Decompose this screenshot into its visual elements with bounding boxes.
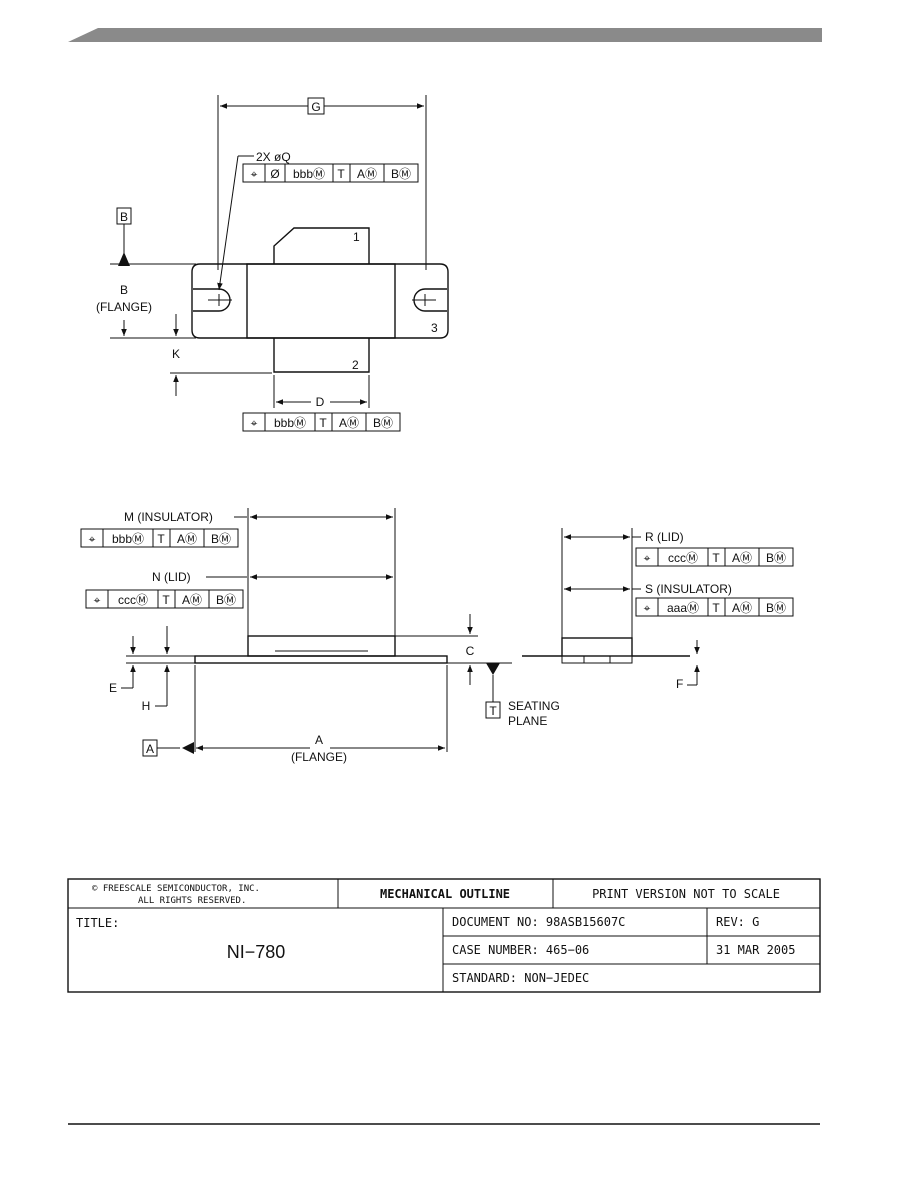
lead-2	[273, 338, 370, 373]
dim-g-label: G	[311, 100, 320, 114]
lead-1	[273, 227, 370, 264]
label-b-flange: (FLANGE)	[96, 300, 152, 314]
dim-h-label: H	[142, 699, 151, 713]
side-view: M (INSULATOR) N (LID) C E H	[109, 508, 560, 764]
fcf-d-c1: bbbⓂ	[274, 416, 306, 430]
fcf-m: ⌖ bbbⓂ T AⓂ BⓂ	[80, 528, 239, 548]
case-number: CASE NUMBER: 465−06	[452, 943, 589, 957]
dim-k-label: K	[172, 347, 180, 361]
standard: STANDARD: NON−JEDEC	[452, 971, 589, 985]
fcf-holes-c5: BⓂ	[391, 167, 411, 181]
label-a-flange: (FLANGE)	[291, 750, 347, 764]
document-number: DOCUMENT NO: 98ASB15607C	[452, 915, 625, 929]
fcf-d-c3: AⓂ	[339, 416, 359, 430]
fcf-holes: ⌖ Ø bbbⓂ T AⓂ BⓂ	[242, 163, 419, 183]
fcf-n-c2: T	[162, 593, 170, 607]
package-title: NI−780	[227, 942, 286, 962]
label-b: B	[120, 283, 128, 297]
fcf-m-c3: AⓂ	[177, 532, 197, 546]
title-label: TITLE:	[76, 916, 119, 930]
label-s: S (INSULATOR)	[645, 582, 732, 596]
fcf-r-c2: T	[712, 551, 720, 565]
pin-3-label: 3	[431, 321, 438, 335]
revision-date: 31 MAR 2005	[716, 943, 795, 957]
holes-note: 2X øQ	[256, 150, 291, 164]
title-block: © FREESCALE SEMICONDUCTOR, INC. ALL RIGH…	[67, 878, 821, 993]
label-a: A	[315, 733, 323, 747]
mechanical-outline-title: MECHANICAL OUTLINE	[380, 887, 510, 901]
label-r: R (LID)	[645, 530, 684, 544]
dim-c-label: C	[466, 644, 475, 658]
fcf-r-c0: ⌖	[644, 551, 651, 565]
fcf-holes-c3: T	[337, 167, 345, 181]
end-view: R (LID) S (INSULATOR) F	[522, 528, 732, 691]
fcf-holes-c2: bbbⓂ	[293, 167, 325, 181]
fcf-n-c1: cccⓂ	[118, 593, 148, 607]
fcf-m-c2: T	[157, 532, 165, 546]
revision: REV: G	[716, 915, 759, 929]
end-body	[561, 637, 633, 657]
datum-b: B	[120, 210, 128, 224]
fcf-m-c1: bbbⓂ	[112, 532, 144, 546]
dim-e-label: E	[109, 681, 117, 695]
dim-g-box	[307, 97, 325, 115]
label-m: M (INSULATOR)	[124, 510, 213, 524]
fcf-m-c0: ⌖	[89, 532, 96, 546]
fcf-d-c0: ⌖	[251, 416, 258, 430]
fcf-holes-c4: AⓂ	[357, 167, 377, 181]
flange-outline	[191, 263, 449, 339]
fcf-n-c3: AⓂ	[182, 593, 202, 607]
pin-2-label: 2	[352, 358, 359, 372]
top-view: G 2X øQ 1 2 3 B B (FLANGE)	[96, 95, 449, 409]
fcf-r-c3: AⓂ	[732, 551, 752, 565]
fcf-m-c4: BⓂ	[211, 532, 231, 546]
fcf-holes-c1: Ø	[270, 167, 279, 181]
header-bar	[68, 28, 822, 42]
datum-t: T	[489, 704, 497, 718]
fcf-s-c0: ⌖	[644, 601, 651, 615]
seating-plane-2: PLANE	[508, 714, 547, 728]
fcf-n: ⌖ cccⓂ T AⓂ BⓂ	[85, 589, 244, 609]
fcf-d-c2: T	[319, 416, 327, 430]
package-body	[246, 263, 396, 339]
fcf-s-c1: aaaⓂ	[667, 601, 699, 615]
fcf-r-c1: cccⓂ	[668, 551, 698, 565]
label-n: N (LID)	[152, 570, 191, 584]
fcf-r-c4: BⓂ	[766, 551, 786, 565]
fcf-n-c4: BⓂ	[216, 593, 236, 607]
fcf-d-c4: BⓂ	[373, 416, 393, 430]
fcf-r: ⌖ cccⓂ T AⓂ BⓂ	[635, 547, 794, 567]
fcf-s-c4: BⓂ	[766, 601, 786, 615]
pin-1-label: 1	[353, 230, 360, 244]
fcf-s: ⌖ aaaⓂ T AⓂ BⓂ	[635, 597, 794, 617]
dim-f-label: F	[676, 677, 683, 691]
copyright-line-1: © FREESCALE SEMICONDUCTOR, INC.	[92, 884, 260, 894]
datum-a: A	[146, 742, 154, 756]
print-version-note: PRINT VERSION NOT TO SCALE	[592, 887, 780, 901]
fcf-s-c2: T	[712, 601, 720, 615]
dim-d-label: D	[316, 395, 325, 409]
fcf-s-c3: AⓂ	[732, 601, 752, 615]
lid-insulator	[247, 635, 396, 657]
fcf-d: ⌖ bbbⓂ T AⓂ BⓂ	[242, 412, 401, 432]
fcf-n-c0: ⌖	[94, 593, 101, 607]
fcf-holes-c0: ⌖	[251, 167, 258, 181]
copyright-line-2: ALL RIGHTS RESERVED.	[138, 896, 246, 906]
seating-plane-1: SEATING	[508, 699, 560, 713]
flange-side	[194, 655, 448, 664]
